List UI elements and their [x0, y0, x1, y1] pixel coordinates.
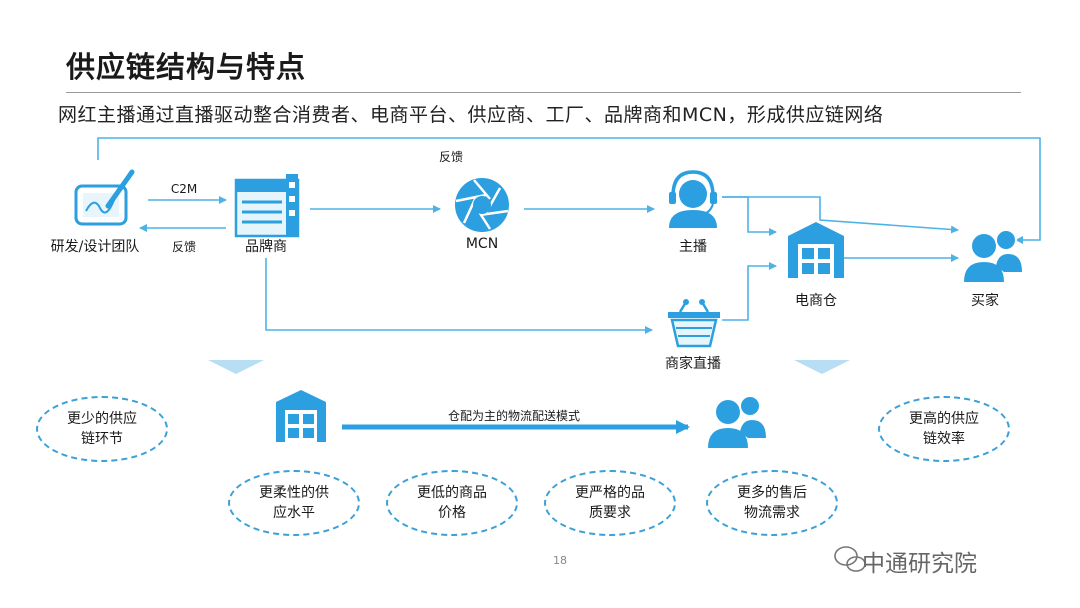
merchant-basket-icon — [668, 299, 720, 348]
connector-lines — [97, 137, 1041, 334]
bottom-people-icon — [708, 395, 766, 448]
merchant-to-warehouse-arrow — [722, 262, 777, 321]
down-chevron-left-icon — [208, 360, 264, 374]
buyer-people-icon — [964, 229, 1022, 282]
feature-oval-more-after-sales: 更多的售后物流需求 — [706, 470, 838, 536]
wechat-icon — [834, 546, 866, 572]
node-label-brand: 品牌商 — [245, 239, 287, 255]
feature-text: 更低的商品价格 — [417, 485, 487, 521]
design-tablet-icon — [74, 169, 135, 226]
node-label-warehouse: 电商仓 — [795, 293, 837, 309]
feature-text: 更少的供应链环节 — [67, 411, 137, 447]
node-label-anchor: 主播 — [679, 239, 707, 255]
anchor-to-warehouse-arrow — [722, 196, 777, 236]
mcn-aperture-icon — [455, 178, 509, 232]
page-title: 供应链结构与特点 — [66, 50, 307, 84]
node-label-rd-team: 研发/设计团队 — [50, 239, 140, 255]
down-chevron-right-icon — [794, 360, 850, 374]
brand-to-merchant-line — [265, 258, 653, 334]
watermark-text: 中通研究院 — [862, 551, 977, 577]
page-number: 18 — [553, 554, 567, 567]
edge-label-feedback-left: 反馈 — [171, 240, 197, 254]
subtitle: 网红主播通过直播驱动整合消费者、电商平台、供应商、工厂、品牌商和MCN，形成供应… — [58, 104, 884, 126]
feature-oval-flexible: 更柔性的供应水平 — [228, 470, 360, 536]
node-label-merchant-live: 商家直播 — [665, 356, 721, 372]
anchor-to-buyer-arrow — [722, 196, 959, 234]
node-label-buyer: 买家 — [971, 293, 999, 309]
bottom-warehouse-icon — [276, 390, 326, 442]
feature-text: 更严格的品质要求 — [575, 485, 645, 521]
edge-label-c2m: C2M — [170, 182, 198, 196]
feature-oval-stricter-quality: 更严格的品质要求 — [544, 470, 676, 536]
edge-label-feedback-top: 反馈 — [438, 150, 464, 164]
feature-oval-higher-efficiency: 更高的供应链效率 — [878, 396, 1010, 462]
edge-label-logistics-mode: 仓配为主的物流配送模式 — [447, 409, 581, 423]
feedback-loop-line — [97, 137, 1041, 244]
warehouse-icon — [788, 222, 844, 278]
feature-text: 更高的供应链效率 — [909, 411, 979, 447]
brand-store-icon — [234, 174, 300, 238]
feature-oval-lower-price: 更低的商品价格 — [386, 470, 518, 536]
feature-text: 更多的售后物流需求 — [737, 485, 807, 521]
feature-oval-fewer-links: 更少的供应链环节 — [36, 396, 168, 462]
feature-text: 更柔性的供应水平 — [259, 485, 329, 521]
node-label-mcn: MCN — [465, 236, 499, 252]
title-divider — [66, 92, 1021, 93]
anchor-headset-icon — [669, 170, 717, 228]
